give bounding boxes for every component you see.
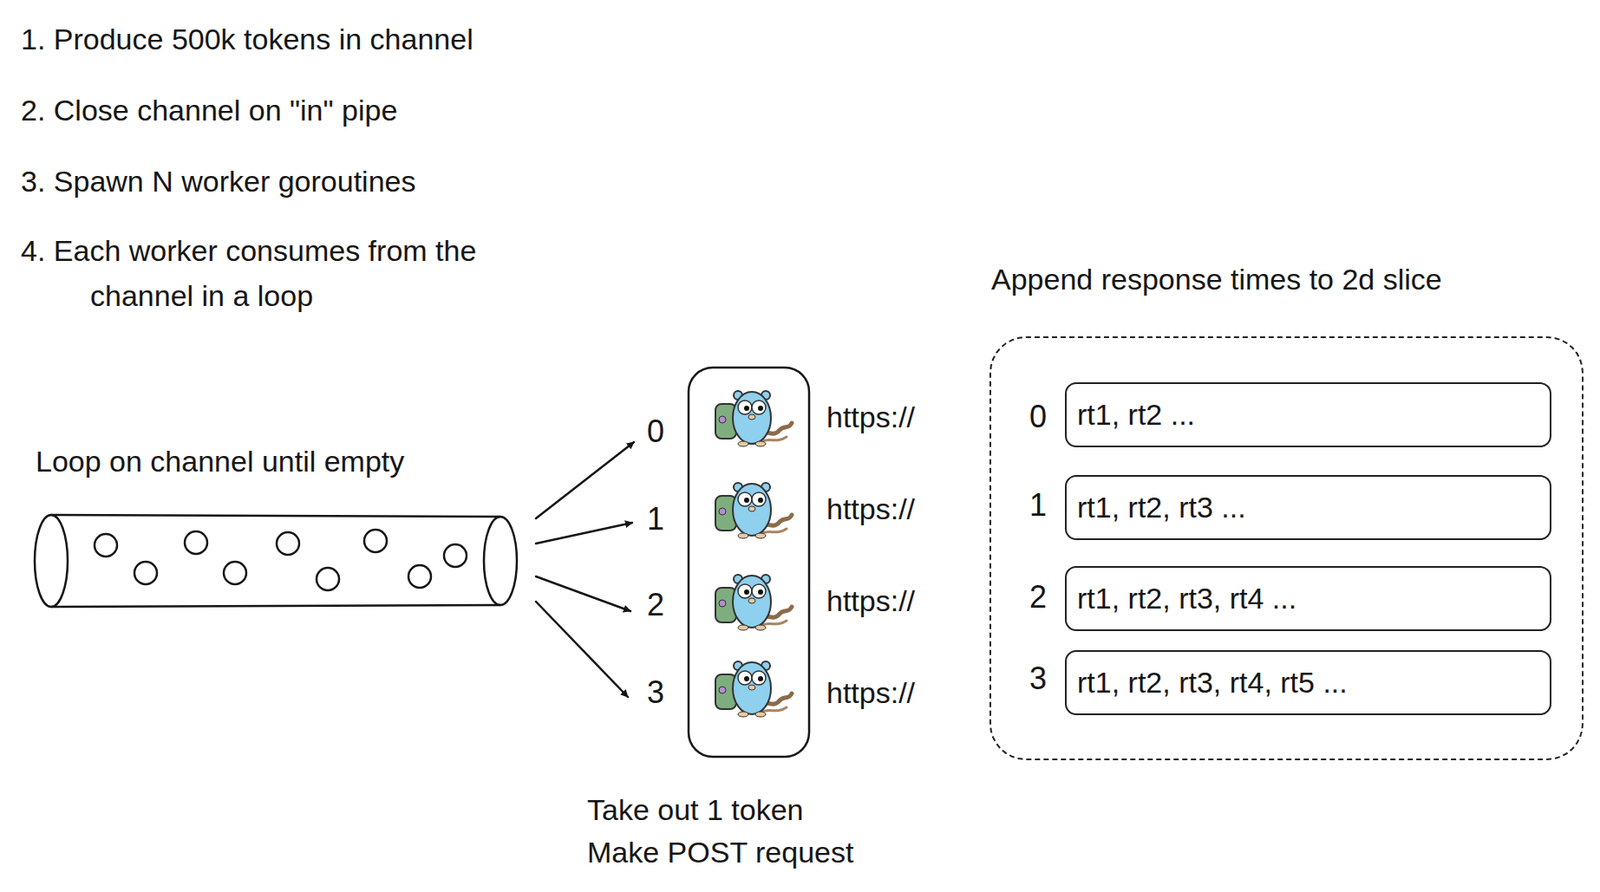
worker-number: 2: [646, 586, 665, 624]
action-note: Take out 1 token: [587, 792, 804, 829]
region-heading: Append response times to 2d slice: [991, 261, 1443, 298]
pipe-outline: [33, 509, 518, 613]
worker-number: 1: [646, 500, 665, 538]
slice-row: rt1, rt2, rt3, rt4, rt5 ...: [1064, 650, 1552, 716]
step-note: 2. Close channel on "in" pipe: [20, 92, 398, 129]
url-label: https://: [826, 675, 915, 712]
slice-index: 0: [1029, 398, 1047, 436]
slice-row: rt1, rt2, rt3, rt4 ...: [1064, 566, 1552, 632]
step-note: 3. Spawn N worker goroutines: [20, 163, 416, 200]
slice-region: Append response times to 2d slicert1, rt…: [989, 336, 1584, 761]
step-note: 4. Each worker consumes from the channel…: [20, 228, 559, 319]
url-label: https://: [826, 491, 915, 528]
worker-number: 3: [646, 673, 665, 712]
row-text: rt1, rt2 ...: [1066, 384, 1550, 445]
region-heading: Loop on channel until empty: [35, 444, 405, 480]
slice-index: 3: [1029, 659, 1047, 698]
step-note: 1. Produce 500k tokens in channel: [20, 21, 474, 58]
url-label: https://: [826, 583, 915, 620]
action-note: Make POST request: [587, 835, 854, 871]
slice-row: rt1, rt2 ...: [1064, 382, 1552, 448]
channel-pipe: Loop on channel until empty: [33, 509, 518, 613]
url-label: https://: [826, 399, 915, 436]
slice-index: 1: [1029, 486, 1047, 524]
row-text: rt1, rt2, rt3, rt4, rt5 ...: [1066, 652, 1550, 713]
worker-number: 0: [646, 412, 665, 451]
row-text: rt1, rt2, rt3, rt4 ...: [1066, 568, 1550, 629]
slice-index: 2: [1029, 578, 1047, 616]
row-text: rt1, rt2, rt3 ...: [1066, 476, 1550, 538]
slice-row: rt1, rt2, rt3 ...: [1064, 475, 1552, 541]
